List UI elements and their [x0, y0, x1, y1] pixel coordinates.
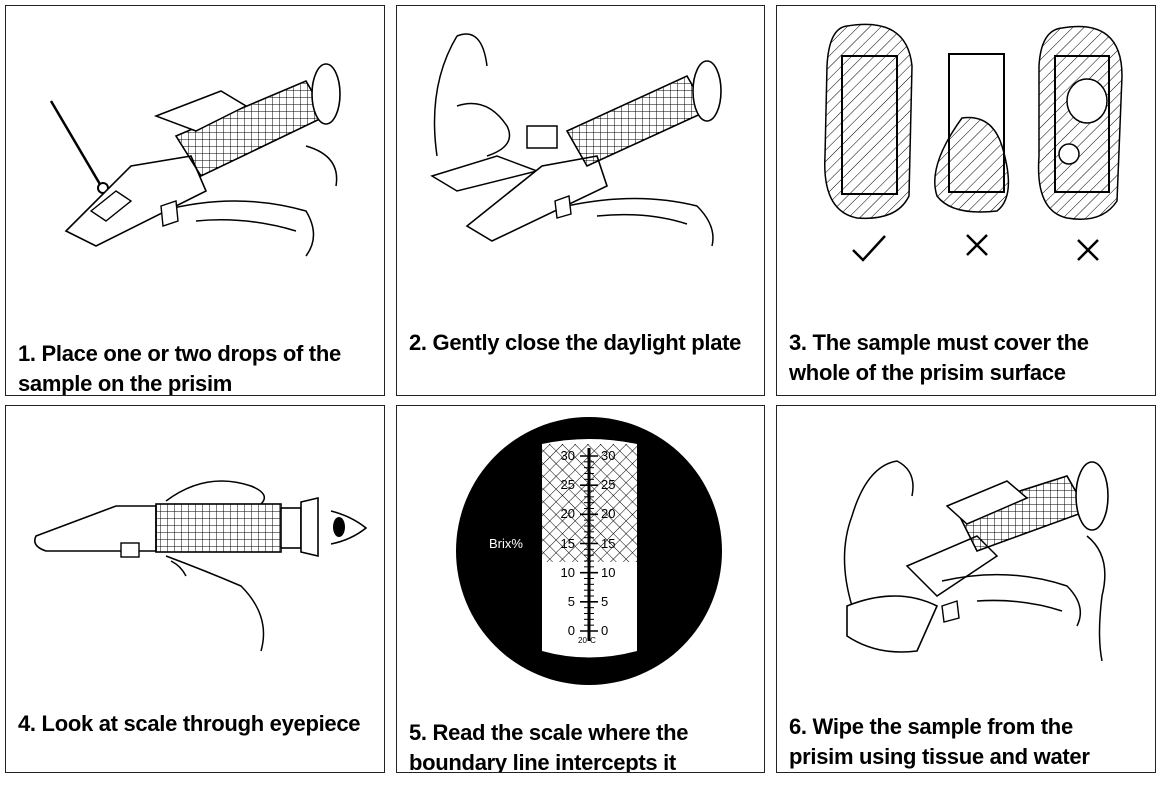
scale-tick-label: 5 [567, 593, 575, 609]
step-5-caption: 5. Read the scale where the boundary lin… [409, 720, 689, 773]
step-1-panel: 1. Place one or two drops of the sample … [5, 5, 385, 396]
step-5-panel: Brix% 20°C 30 30 25 25 20 20 15 15 10 10 5 5 0 0 5. R… [396, 405, 765, 773]
step-4-panel: 4. Look at scale through eyepiece [5, 405, 385, 773]
cross-icon [963, 231, 991, 259]
scale-ticks [580, 455, 598, 632]
step-6-caption: 6. Wipe the sample from the prisim using… [789, 714, 1090, 769]
wipe-prism-illustration [843, 460, 1109, 662]
cross-icon [1074, 236, 1102, 264]
scale-tick-label: 0 [567, 623, 575, 638]
close-daylight-plate-illustration [430, 33, 722, 247]
scale-tick-label: 15 [560, 535, 575, 551]
look-through-eyepiece-illustration [33, 480, 368, 652]
step-3-panel: 3. The sample must cover the whole of th… [776, 5, 1156, 396]
scale-tick-label: 25 [560, 477, 575, 493]
brix-scale-view [456, 417, 722, 685]
step-2-panel: 2. Gently close the daylight plate [396, 5, 765, 396]
step-3-caption: 3. The sample must cover the whole of th… [789, 330, 1089, 385]
step-4-caption: 4. Look at scale through eyepiece [18, 711, 361, 736]
step-1-caption: 1. Place one or two drops of the sample … [18, 341, 341, 396]
check-icon [849, 228, 889, 268]
step-6-panel: 6. Wipe the sample from the prisim using… [776, 405, 1156, 773]
step-2-caption: 2. Gently close the daylight plate [409, 330, 742, 355]
scale-tick-label: 10 [560, 564, 575, 580]
scale-tick-label: 20 [601, 506, 616, 522]
sample-coverage-diagram [824, 23, 1123, 220]
scale-temperature: 20°C [578, 636, 596, 645]
scale-tick-label: 20 [560, 506, 575, 522]
refractometer-dropper-illustration [49, 63, 341, 257]
scale-tick-label: 5 [601, 593, 609, 609]
scale-tick-label: 15 [601, 535, 616, 551]
scale-tick-label: 30 [560, 448, 575, 463]
scale-tick-label: 30 [601, 448, 616, 463]
scale-tick-label: 25 [601, 477, 616, 493]
scale-tick-label: 0 [601, 623, 609, 638]
scale-tick-label: 10 [601, 564, 616, 580]
scale-label: Brix% [489, 536, 523, 551]
